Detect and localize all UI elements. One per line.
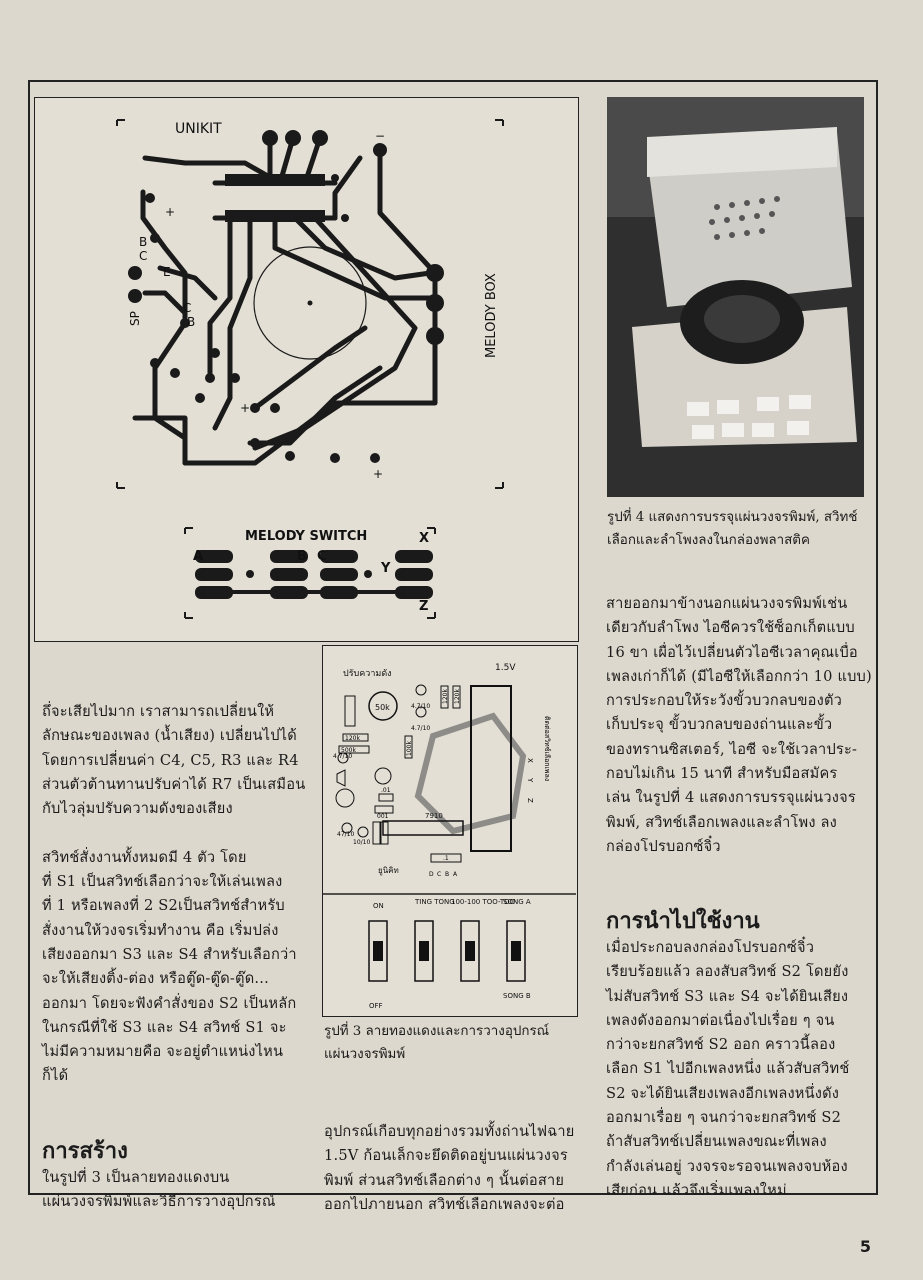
svg-text:120k: 120k [442, 689, 449, 704]
svg-text:X: X [419, 531, 429, 546]
pcb-side-label: MELODY BOX [484, 273, 499, 358]
pcb-traces [132, 135, 438, 466]
svg-text:B: B [445, 871, 449, 878]
pcb-artwork: UNIKIT MELODY BOX [116, 119, 504, 619]
svg-text:+: + [373, 467, 383, 481]
pcb-pads [128, 130, 444, 463]
svg-text:X: X [526, 758, 534, 763]
svg-text:SONG A: SONG A [503, 898, 531, 906]
svg-text:C: C [317, 549, 327, 564]
switch-title: MELODY SWITCH [245, 529, 367, 544]
pcb-title: UNIKIT [175, 121, 222, 137]
svg-text:Z: Z [419, 599, 428, 614]
svg-text:100k: 100k [406, 741, 413, 756]
svg-text:D: D [429, 871, 434, 878]
svg-text:SP: SP [128, 311, 142, 326]
svg-text:SONG B: SONG B [503, 992, 531, 1000]
svg-text:100-100 TOO-TOO: 100-100 TOO-TOO [451, 898, 516, 906]
svg-text:A: A [453, 871, 458, 878]
svg-text:+: + [240, 401, 250, 415]
svg-text:C: C [183, 301, 191, 315]
melody-box-photo [607, 97, 864, 497]
slide-switches [368, 920, 526, 982]
page-number: 5 [859, 1237, 871, 1256]
heading-usage: การนำไปใช้งาน [606, 909, 760, 934]
svg-text:.01: .01 [381, 787, 391, 794]
pcb-artwork-figure: UNIKIT MELODY BOX [34, 97, 579, 642]
svg-text:1.5V: 1.5V [495, 663, 516, 673]
svg-text:50k: 50k [375, 703, 390, 712]
volume-label: ปรับความดัง [343, 669, 392, 679]
svg-text:ติดต่อสวิทซ์เลือกเพลง: ติดต่อสวิทซ์เลือกเพลง [543, 716, 551, 781]
svg-text:Y: Y [526, 777, 534, 783]
speaker-outline [253, 246, 367, 360]
svg-text:4.7/10: 4.7/10 [411, 703, 430, 710]
svg-text:120k: 120k [345, 735, 360, 742]
svg-text:E: E [163, 265, 171, 279]
svg-text:−: − [375, 129, 385, 143]
svg-text:C: C [437, 871, 441, 878]
trimmer-50k [368, 691, 398, 721]
svg-text:OFF: OFF [369, 1002, 383, 1010]
battery-holder [470, 685, 512, 852]
component-layout-figure: ปรับความดัง 1.5V 50k 120k 500k 4.7/10 4.… [322, 645, 578, 1017]
box-lid [647, 132, 852, 307]
svg-text:C: C [139, 249, 147, 263]
svg-text:4.7/10: 4.7/10 [333, 753, 352, 760]
svg-text:001: 001 [377, 813, 389, 820]
ic-7910 [382, 820, 464, 836]
switch-pads [195, 550, 433, 599]
svg-text:.1: .1 [443, 855, 449, 862]
heading-construction: การสร้าง [42, 1139, 128, 1164]
svg-text:47/10: 47/10 [337, 831, 354, 838]
figure-3-caption: รูปที่ 3 ลายทองแดงและการวางอุปกรณ์ แผ่นว… [324, 1024, 550, 1062]
svg-text:Y: Y [380, 561, 391, 576]
left-column-text: ถึ่จะเสียไปมาก เราสามารถเปลี่ยนให้ ลักษณ… [42, 703, 306, 1085]
right-column-text: สายออกมาข้างนอกแผ่นวงจรพิมพ์เช่น เดียวกั… [606, 595, 872, 855]
construction-text: ในรูปที่ 3 เป็นลายทองแดงบน แผ่นวงจรพิมพ์… [42, 1169, 276, 1211]
page-frame [28, 80, 878, 1195]
usage-text: เมื่อประกอบลงกล่องโปรบอกซ์จิ๋ว เรียบร้อย… [606, 939, 850, 1199]
svg-text:ยูนิคิท: ยูนิคิท [378, 866, 399, 876]
pad-labels: B C E SP C B + + + − [128, 129, 385, 481]
svg-text:ON: ON [373, 902, 384, 910]
switch-labels: ON TING TONG 100-100 TOO-TOO SONG A OFF … [369, 898, 531, 1010]
svg-text:7910: 7910 [425, 812, 443, 820]
svg-text:10/10: 10/10 [353, 839, 370, 846]
svg-text:Z: Z [526, 798, 534, 803]
figure-4-caption: รูปที่ 4 แสดงการบรรจุแผ่นวงจรพิมพ์, สวิท… [607, 510, 858, 548]
svg-text:4.7/10: 4.7/10 [411, 725, 430, 732]
svg-text:120k: 120k [454, 689, 461, 704]
copper-ghost [414, 712, 527, 835]
svg-text:B: B [297, 549, 307, 564]
svg-text:B: B [187, 315, 195, 329]
svg-text:500k: 500k [341, 747, 356, 754]
svg-text:B: B [139, 235, 147, 249]
middle-column-text: อุปกรณ์เกือบทุกอย่างรวมทั้งถ่านไฟฉาย 1.5… [324, 1123, 575, 1213]
svg-text:TING TONG: TING TONG [414, 898, 455, 906]
svg-text:+: + [165, 205, 175, 219]
switch-letters: A B C X Y Z [193, 531, 429, 614]
svg-text:A: A [193, 549, 203, 564]
